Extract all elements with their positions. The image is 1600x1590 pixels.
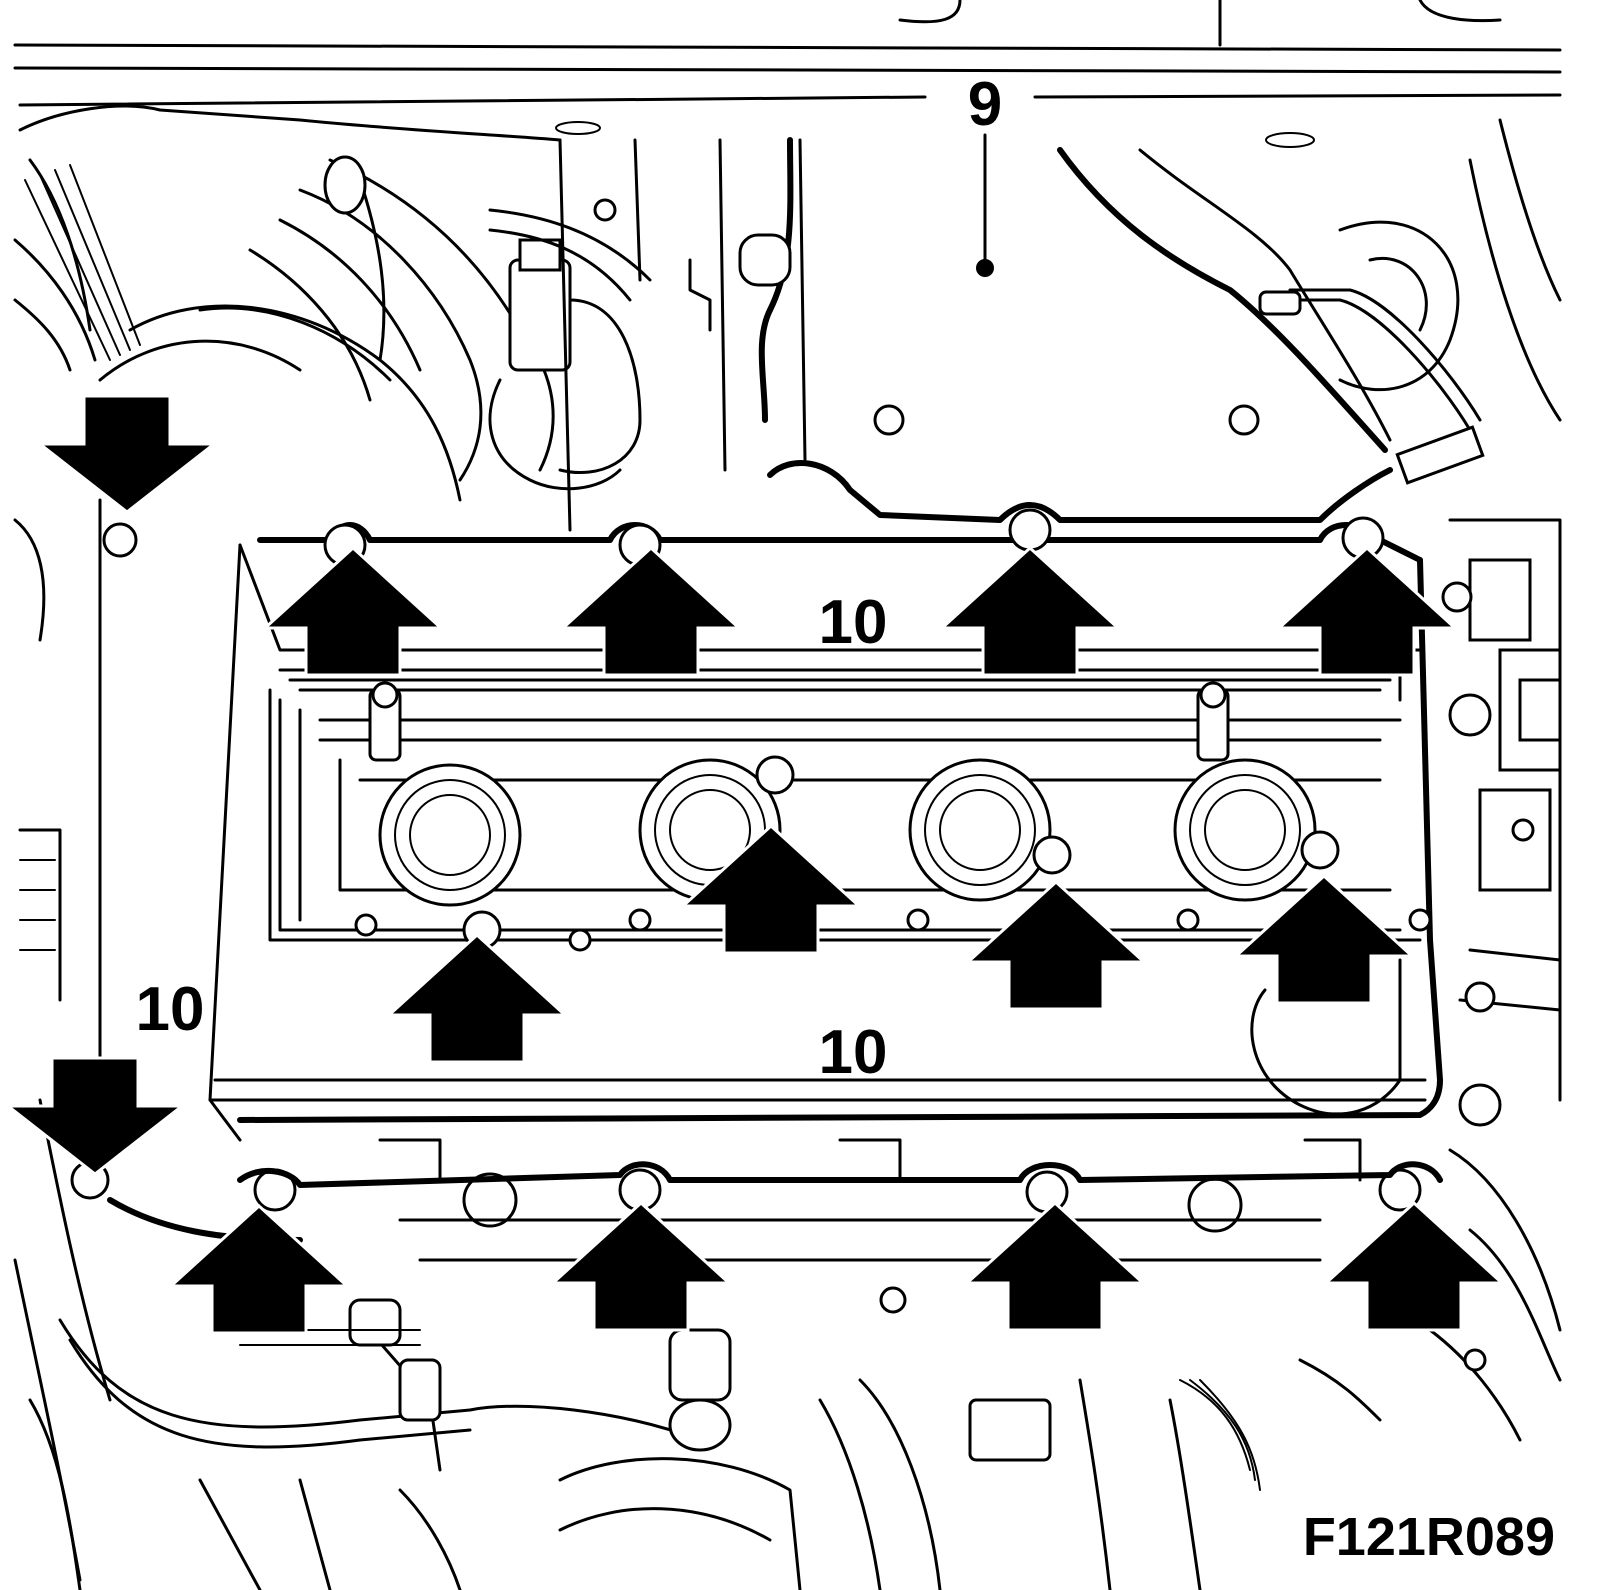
engine-bay-linework	[13, 0, 1562, 1590]
figure-id: F121R089	[1303, 1507, 1555, 1567]
callout-9-group	[930, 75, 1010, 277]
arrow-down	[35, 394, 219, 514]
arrow-up	[385, 932, 569, 1064]
callout-label-10-left: 10	[136, 975, 205, 1044]
arrow-up	[938, 545, 1122, 677]
callout-label-10-top: 10	[819, 588, 888, 657]
arrow-up	[964, 879, 1148, 1011]
arrow-up	[167, 1203, 351, 1335]
valve-cover	[107, 460, 1502, 1314]
arrow-up	[1232, 873, 1416, 1005]
arrows	[3, 394, 1506, 1335]
arrow-up	[679, 823, 863, 955]
arrow-up	[1275, 545, 1459, 677]
arrow-up	[963, 1200, 1147, 1332]
arrow-up	[559, 545, 743, 677]
arrow-down	[3, 1056, 187, 1176]
arrow-up	[549, 1200, 733, 1332]
arrow-up	[1322, 1200, 1506, 1332]
arrow-up	[261, 545, 445, 677]
callout-label-9: 9	[968, 70, 1002, 139]
callout-label-10-middle: 10	[819, 1018, 888, 1087]
